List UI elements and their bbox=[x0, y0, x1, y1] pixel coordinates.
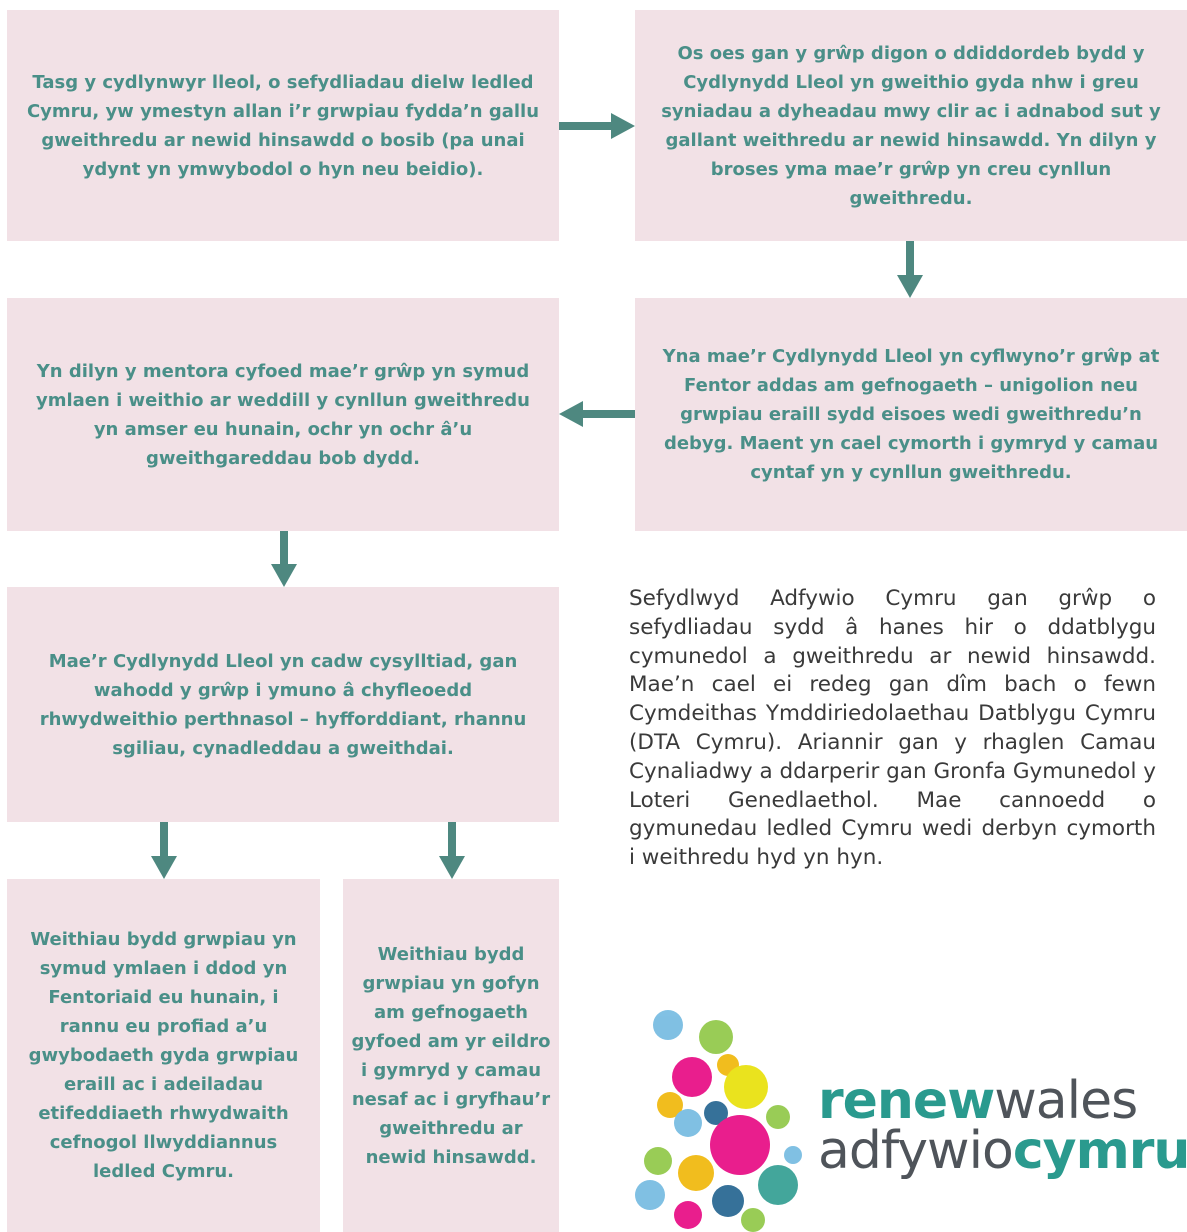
arrow-down-icon bbox=[439, 822, 465, 879]
step-box-mentor: Yna mae’r Cydlynydd Lleol yn cyflwyno’r … bbox=[635, 298, 1187, 531]
arrow-down-icon bbox=[151, 822, 177, 879]
step-text-continue-plan: Yn dilyn y mentora cyfoed mae’r grŵp yn … bbox=[36, 360, 530, 469]
step-text-second-support: Weithiau bydd grwpiau yn gofyn am gefnog… bbox=[351, 943, 551, 1168]
step-text-mentor: Yna mae’r Cydlynydd Lleol yn cyflwyno’r … bbox=[662, 346, 1160, 483]
step-box-action-plan: Os oes gan y grŵp digon o ddiddordeb byd… bbox=[635, 10, 1187, 241]
arrow-down-icon bbox=[271, 531, 297, 587]
arrow-down-icon bbox=[897, 241, 923, 298]
logo-text-line2: adfywiocymru bbox=[818, 1121, 1187, 1181]
step-text-become-mentors: Weithiau bydd grwpiau yn symud ymlaen i … bbox=[28, 929, 299, 1182]
renew-wales-logo: renewwales adfywiocymru bbox=[628, 1005, 1187, 1232]
step-box-networking: Mae’r Cydlynydd Lleol yn cadw cysylltiad… bbox=[7, 587, 559, 822]
organisation-description: Sefydlwyd Adfywio Cymru gan grŵp o sefyd… bbox=[629, 586, 1156, 871]
step-text-networking: Mae’r Cydlynydd Lleol yn cadw cysylltiad… bbox=[39, 650, 527, 759]
speech-bubbles-logo-icon bbox=[635, 1010, 802, 1232]
step-text-action-plan: Os oes gan y grŵp digon o ddiddordeb byd… bbox=[661, 42, 1161, 209]
step-box-continue-plan: Yn dilyn y mentora cyfoed mae’r grŵp yn … bbox=[7, 298, 559, 531]
step-box-outreach: Tasg y cydlynwyr lleol, o sefydliadau di… bbox=[7, 10, 559, 241]
logo-text-line1: renewwales bbox=[818, 1071, 1138, 1131]
step-box-second-support: Weithiau bydd grwpiau yn gofyn am gefnog… bbox=[343, 879, 559, 1232]
arrow-left-icon bbox=[559, 401, 635, 427]
step-text-outreach: Tasg y cydlynwyr lleol, o sefydliadau di… bbox=[26, 71, 540, 180]
step-box-become-mentors: Weithiau bydd grwpiau yn symud ymlaen i … bbox=[7, 879, 320, 1232]
arrow-right-icon bbox=[559, 113, 635, 139]
